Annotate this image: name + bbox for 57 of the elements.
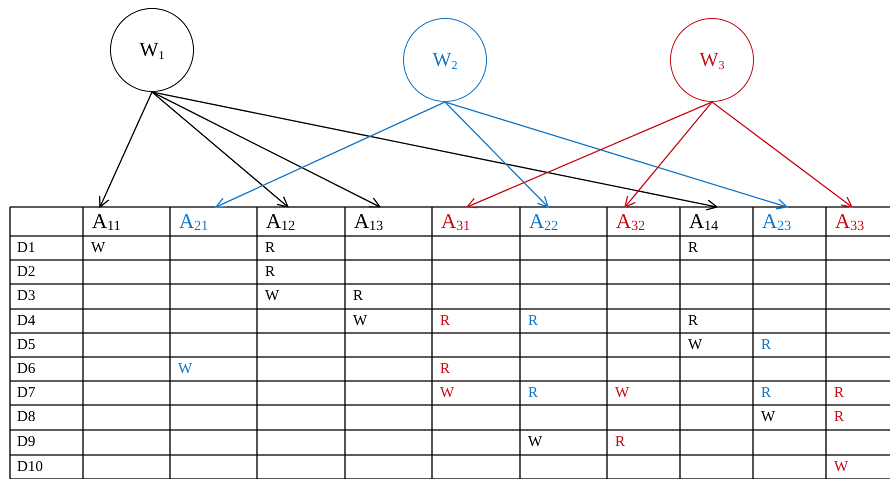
cell-text: W	[91, 241, 106, 256]
header-label: A$_{14}$	[689, 211, 718, 232]
header-label: A$_{32}$	[616, 211, 646, 232]
cell-text: W	[528, 435, 542, 450]
header-label: A$_{23}$	[762, 211, 792, 232]
cell-text: R	[834, 410, 844, 425]
node-label: W$_{3}$	[700, 50, 724, 70]
row-label: D10	[17, 460, 43, 475]
cell-text: R	[688, 314, 698, 329]
row-label: D8	[17, 410, 36, 425]
arrow	[98, 92, 153, 208]
arrow	[152, 91, 718, 211]
arrow	[152, 91, 381, 208]
cell-text: R	[761, 386, 772, 401]
row-label: D7	[17, 386, 36, 401]
arrow	[444, 102, 549, 208]
arrow	[215, 101, 446, 208]
row-label: D9	[17, 435, 36, 450]
cell-text: W	[834, 460, 848, 475]
cell-text: R	[440, 314, 450, 329]
cell-text: W	[761, 410, 776, 425]
arrow	[152, 92, 289, 208]
node-label: W$_{2}$	[432, 50, 458, 70]
row-label: D1	[17, 241, 36, 256]
cell-text: R	[834, 386, 844, 401]
header-label: A$_{31}$	[441, 211, 470, 232]
row-label: D5	[17, 338, 36, 353]
row-label: D2	[17, 265, 36, 280]
node-label: W$_{1}$	[140, 40, 164, 60]
cell-text: W	[178, 362, 192, 377]
header-label: A$_{21}$	[179, 211, 208, 232]
cell-text: R	[265, 265, 276, 280]
cell-text: R	[615, 435, 626, 450]
cell-text: W	[688, 338, 702, 353]
arrow	[444, 101, 788, 210]
cell-text: R	[528, 314, 538, 329]
row-label: D3	[17, 289, 36, 304]
header-label: A$_{12}$	[266, 211, 296, 232]
arrow	[624, 102, 712, 208]
cell-text: R	[265, 241, 276, 256]
cell-text: R	[688, 241, 698, 256]
cell-text: W	[440, 386, 454, 401]
cell-text: R	[440, 362, 450, 377]
header-label: A$_{11}$	[92, 211, 121, 232]
cell-text: R	[761, 338, 772, 353]
cell-text: R	[528, 386, 538, 401]
header-label: A$_{22}$	[529, 211, 558, 232]
arrow	[466, 101, 712, 208]
cell-text: W	[353, 314, 368, 329]
row-label: D6	[17, 362, 36, 377]
cell-text: R	[353, 289, 364, 304]
row-label: D4	[17, 314, 36, 329]
cell-text: W	[265, 289, 280, 304]
arrow	[712, 101, 853, 208]
header-label: A$_{13}$	[354, 211, 384, 232]
header-label: A$_{33}$	[835, 211, 864, 232]
cell-text: W	[615, 386, 630, 401]
